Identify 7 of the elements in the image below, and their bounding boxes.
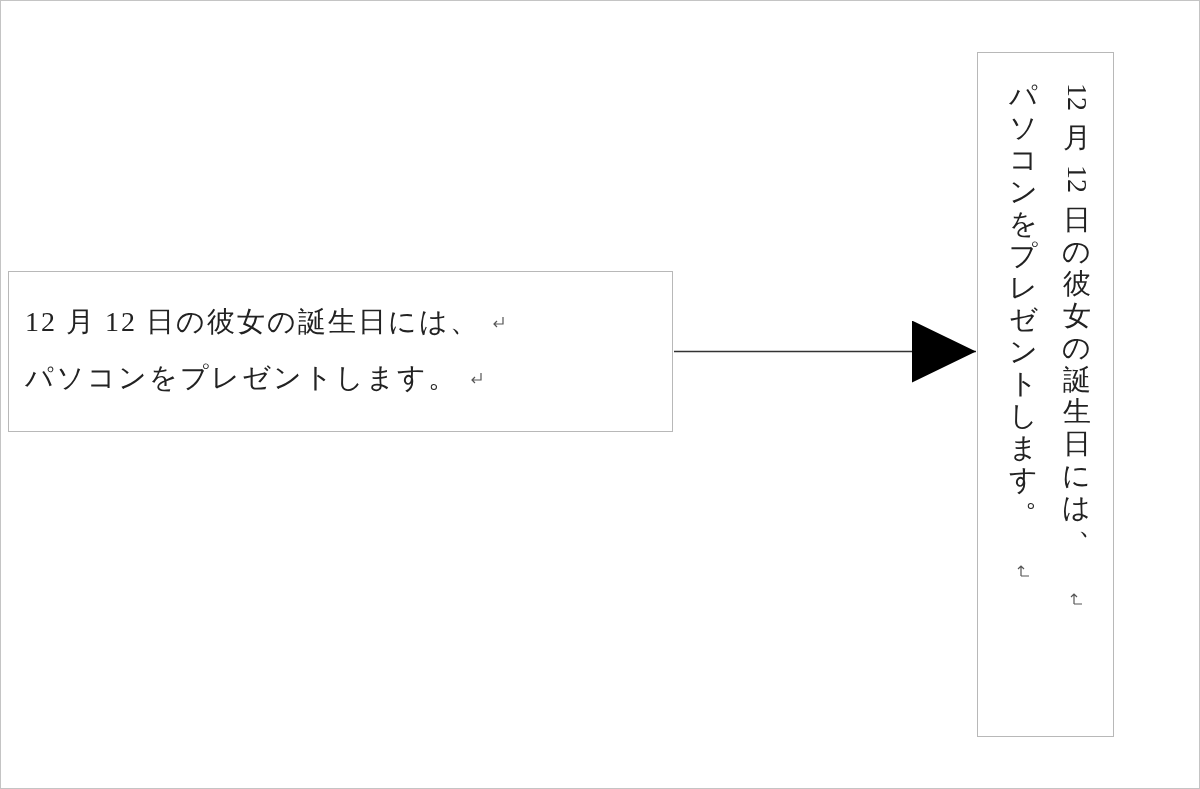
paragraph-text: パソコンをプレゼントします。 — [25, 361, 458, 395]
paragraph-text: 12 月 12 日の彼女の誕生日には、 — [1060, 82, 1094, 542]
paragraph-text: 12 月 12 日の彼女の誕生日には、 — [25, 305, 480, 339]
text-box — [8, 271, 673, 432]
arrow — [673, 320, 977, 383]
vertical-text-box — [977, 52, 1114, 737]
paragraph-text: パソコンをプレゼントします。 — [1008, 80, 1041, 514]
